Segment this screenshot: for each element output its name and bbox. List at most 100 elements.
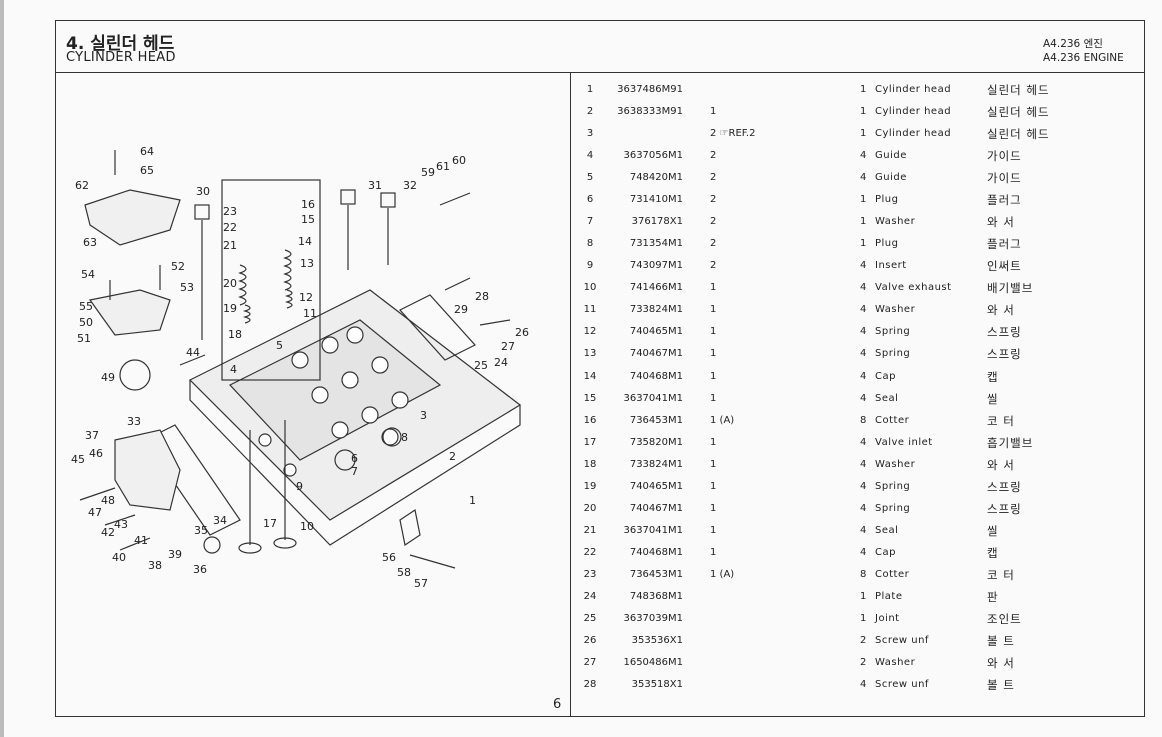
item-number: 6 [586,194,594,206]
part-number: 1650486M1 [623,657,683,669]
callout-label: 39 [168,548,182,561]
part-number: 731354M1 [629,238,683,250]
callout-label: 55 [79,300,93,313]
callout-label: 25 [474,359,488,372]
description: Cylinder head [875,84,952,95]
description: Seal [875,524,899,536]
reference-note: 1 [710,106,717,118]
description-korean: 조인트 [987,611,1022,626]
reference-note: 1 [710,546,717,558]
part-number: 740465M1 [629,480,683,492]
part-number: 740467M1 [629,348,683,360]
callout-label: 7 [351,465,358,478]
quantity: 4 [860,524,867,536]
item-number: 19 [583,480,597,492]
reference-note: 1 [710,304,717,316]
description-korean: 실린더 헤드 [987,83,1050,97]
description: Valve exhaust [875,282,952,294]
item-number: 20 [583,502,597,514]
description-korean: 스프링 [987,479,1022,494]
callout-label: 59 [421,166,435,179]
page-frame [55,20,1145,717]
engine-model-english: A4.236 ENGINE [1043,52,1124,64]
description-korean: 판 [987,589,999,604]
quantity: 1 [860,590,867,602]
description: Screw unf [875,679,929,691]
reference-note: 2 [710,216,717,228]
description: Washer [875,304,916,316]
description: Washer [875,216,916,228]
item-number: 17 [583,436,597,448]
quantity: 4 [860,436,867,448]
callout-label: 47 [88,506,102,519]
description-korean: 코 터 [987,567,1015,582]
page-title-english: CYLINDER HEAD [66,50,176,65]
quantity: 4 [860,502,867,514]
callout-label: 4 [230,363,237,376]
quantity: 4 [860,679,867,691]
item-number: 28 [583,679,597,691]
part-number: 3637056M1 [623,150,683,162]
reference-note: 1 [710,436,717,448]
part-number: 3637486M91 [617,84,683,95]
scan-edge [0,0,4,737]
callout-label: 33 [127,415,141,428]
quantity: 4 [860,370,867,382]
part-number: 743097M1 [629,260,683,272]
description-korean: 스프링 [987,325,1022,340]
description-korean: 씰 [987,523,999,538]
item-number: 18 [583,458,597,470]
quantity: 2 [860,635,867,646]
callout-label: 61 [436,160,450,173]
callout-label: 22 [223,221,237,234]
quantity: 4 [860,546,867,558]
reference-note: 1 [710,282,717,294]
callout-label: 58 [397,566,411,579]
description: Spring [875,480,911,492]
description: Screw unf [875,635,929,646]
callout-label: 6 [351,452,358,465]
diagram-drawing [79,150,522,569]
description: Spring [875,502,911,514]
callout-label: 21 [223,239,237,252]
quantity: 1 [860,84,867,95]
callout-label: 11 [303,307,317,320]
description-korean: 가이드 [987,171,1022,186]
quantity: 4 [860,172,867,184]
part-number: 736453M1 [629,568,683,580]
description-korean: 배기밸브 [987,281,1034,296]
reference-note: 1 [710,370,717,382]
item-number: 3 [586,128,594,140]
description-korean: 스프링 [987,501,1022,516]
quantity: 4 [860,480,867,492]
part-number: 3637041M1 [623,524,683,536]
description-korean: 씰 [987,391,999,406]
callout-label: 65 [140,164,154,177]
callout-label: 52 [171,260,185,273]
part-number: 735820M1 [629,436,683,448]
item-number: 24 [583,590,597,602]
callout-label: 3 [420,409,427,422]
callout-label: 8 [401,431,408,444]
callout-label: 32 [403,179,417,192]
description: Joint [875,612,900,624]
description-korean: 와 서 [987,656,1015,671]
callout-label: 49 [101,371,115,384]
part-number: 3637039M1 [623,612,683,624]
callout-label: 31 [368,179,382,192]
callout-label: 2 [449,450,456,463]
description-korean: 플러그 [987,193,1022,208]
item-number: 5 [586,172,594,184]
callout-label: 63 [83,236,97,249]
callout-label: 13 [300,257,314,270]
quantity: 4 [860,282,867,294]
quantity: 2 [860,657,867,669]
part-number: 740468M1 [629,546,683,558]
part-number: 376178X1 [631,216,683,228]
description: Spring [875,326,911,338]
description: Plug [875,194,899,206]
callout-label: 45 [71,453,85,466]
callout-label: 29 [454,303,468,316]
page-number: 6 [553,697,562,712]
